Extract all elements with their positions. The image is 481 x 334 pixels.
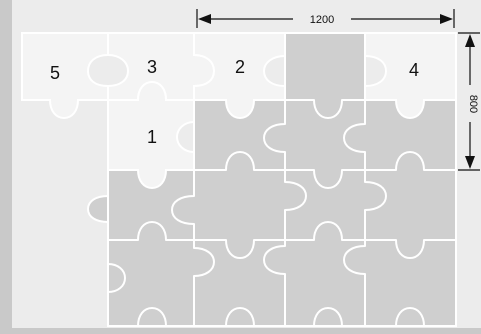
- height-dimension-bottom-arrowhead: [465, 156, 475, 169]
- height-dimension-label: 800: [467, 95, 479, 113]
- puzzle-piece-2-label: 2: [235, 57, 245, 77]
- width-dimension: 1200: [197, 9, 454, 28]
- height-dimension: 800: [458, 33, 480, 170]
- puzzle-piece-5-shape: [22, 33, 108, 118]
- puzzle-piece-4-label: 4: [409, 60, 419, 80]
- puzzle-piece-5-label: 5: [50, 63, 60, 83]
- puzzle-piece-1-label: 1: [147, 127, 157, 147]
- width-dimension-left-arrowhead: [198, 14, 211, 24]
- height-dimension-top-arrowhead: [465, 34, 475, 47]
- width-dimension-right-arrowhead: [440, 14, 453, 24]
- gray-piece-knob: [88, 196, 108, 222]
- puzzle-piece-3-label: 3: [147, 57, 157, 77]
- width-dimension-label: 1200: [310, 14, 334, 26]
